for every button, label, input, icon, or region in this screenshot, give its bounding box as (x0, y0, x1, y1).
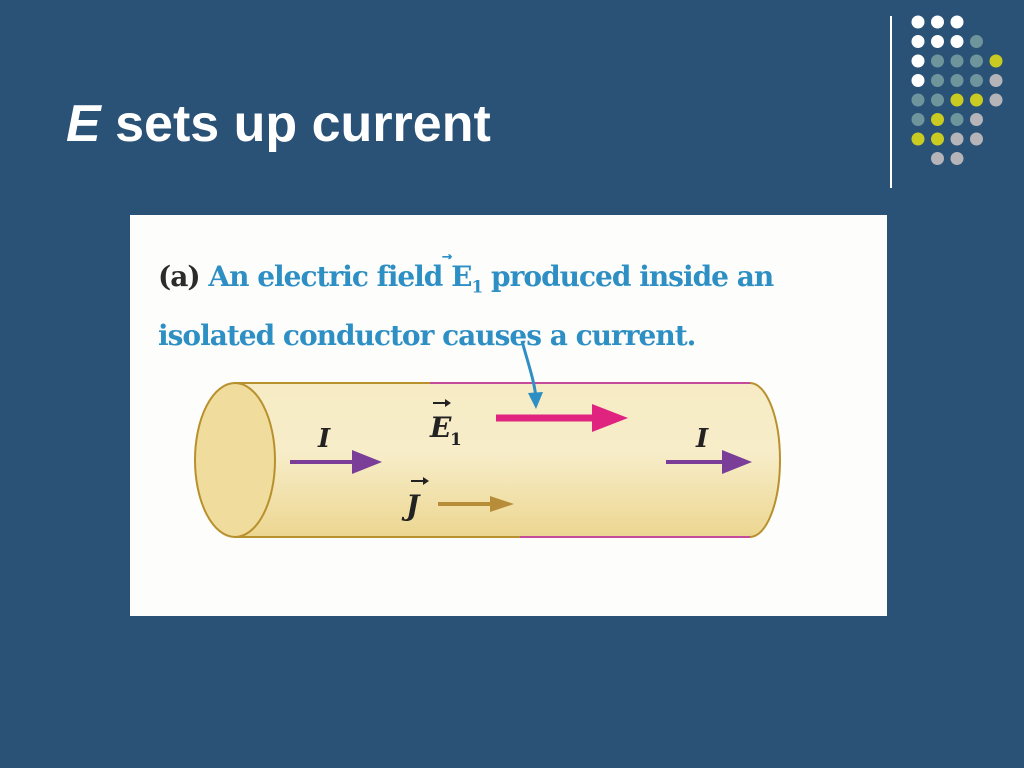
conductor-diagram: E 1 I I J (194, 340, 781, 538)
current-label-right: I (695, 424, 709, 454)
decorative-dot (970, 132, 983, 146)
density-arrowhead (490, 496, 514, 512)
decorative-dot (970, 113, 983, 126)
decorative-dot (911, 15, 925, 29)
field-arrowhead (592, 404, 628, 432)
pointer-arrowhead (528, 392, 543, 409)
decorative-dot (911, 93, 925, 107)
decorative-dot (931, 132, 944, 146)
title-variable: E (66, 95, 101, 153)
caption-field-letter: E (451, 260, 472, 293)
caption-line2: isolated conductor causes a current. (158, 318, 696, 352)
decorative-dot (950, 132, 964, 146)
decorative-dot (911, 35, 925, 48)
caption-field-subscript: 1 (471, 277, 483, 298)
decorative-dot (931, 93, 944, 107)
decorative-dot (950, 152, 964, 165)
field-label-vector-tip (445, 399, 451, 407)
conductor-figure: (a) An electric field E⃗1 produced insid… (130, 215, 887, 616)
conductor-end-face (194, 382, 276, 538)
caption-line1-pre: An electric field (199, 260, 452, 293)
decorative-dot (950, 15, 964, 29)
density-label: J (401, 489, 421, 522)
decorative-dot (911, 113, 925, 126)
decorative-dot (989, 74, 1003, 87)
decorative-dot (931, 74, 944, 87)
decorative-dot (911, 74, 925, 87)
caption-field-symbol: E⃗1 (451, 251, 483, 312)
decorative-dot (931, 113, 944, 126)
decorative-dot (931, 35, 944, 48)
title-text: sets up current (100, 95, 491, 153)
decorative-dot (950, 35, 964, 48)
decorative-dot (970, 35, 983, 48)
decorative-dot (950, 74, 964, 87)
decorative-dot (931, 15, 944, 29)
decorative-dot (950, 93, 964, 107)
current-arrow-right-head (722, 450, 752, 474)
title-divider (890, 16, 892, 188)
decorative-dot (950, 54, 964, 68)
decorative-dot (911, 54, 925, 68)
decorative-dot (931, 54, 944, 68)
decorative-dot (931, 152, 944, 165)
decorative-dot-grid (911, 15, 1003, 165)
density-label-vector-tip (423, 477, 429, 485)
current-label-left: I (317, 424, 331, 454)
decorative-dot (970, 93, 983, 107)
decorative-dot (989, 93, 1003, 107)
decorative-dot (911, 132, 925, 146)
caption-tag: (a) (158, 260, 201, 293)
decorative-dot (950, 113, 964, 126)
decorative-dot (970, 74, 983, 87)
field-label-subscript: 1 (450, 430, 462, 450)
conductor-body (234, 382, 781, 538)
decorative-dot (970, 54, 983, 68)
current-arrow-left-head (352, 450, 382, 474)
field-label: E (429, 411, 452, 444)
caption-line1-post: produced inside an (482, 260, 774, 293)
figure-caption: (a) An electric field E⃗1 produced insid… (158, 251, 774, 360)
decorative-dot (989, 54, 1003, 68)
slide-title: E sets up current (66, 92, 491, 156)
